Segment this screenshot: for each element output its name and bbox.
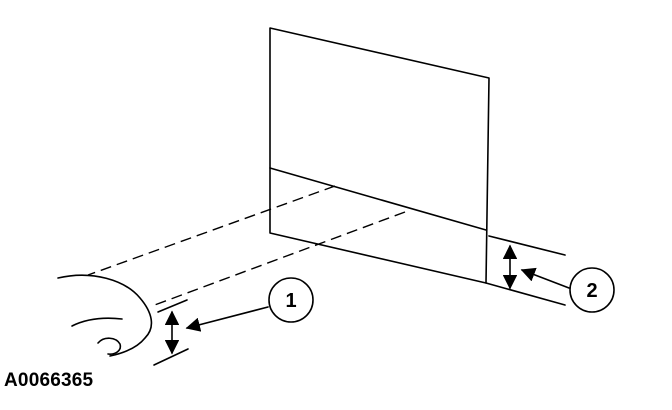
callout-2-label: 2 [586,280,597,302]
callout-1: 1 [268,277,314,323]
callout-2: 2 [569,267,615,313]
callout-1-label: 1 [285,290,296,312]
lower-object-outline [57,274,153,357]
lower-object-detail [97,337,122,355]
projection-line-lower [151,211,406,307]
projection-line-upper [87,185,336,276]
reference-line-2-lower [485,282,566,306]
panel-outline [269,27,490,284]
leader-arrow-1 [185,306,269,332]
leader-arrow-2 [520,267,570,289]
figure-id: A0066365 [4,370,94,391]
reference-line-1-lower [153,348,189,366]
reference-line-1-upper [157,299,188,313]
reference-line-2-upper [488,235,566,256]
lower-object-detail [71,317,123,327]
panel-divider-line [269,167,487,231]
